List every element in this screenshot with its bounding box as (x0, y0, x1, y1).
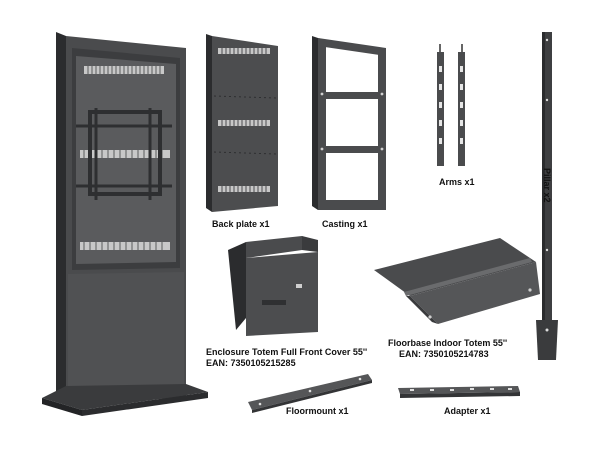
floorbase-ean-label: EAN: 7350105214783 (399, 349, 489, 359)
pillar (536, 32, 558, 360)
adapter-bar (398, 386, 520, 398)
pillar-label: Pillar x2 (542, 168, 552, 203)
casting-frame (312, 36, 386, 210)
back-plate (206, 34, 278, 212)
back-plate-label: Back plate x1 (212, 219, 270, 229)
enclosure-cover-label: Enclosure Totem Full Front Cover 55'' (206, 347, 368, 357)
arms-label: Arms x1 (439, 177, 475, 187)
casting-label: Casting x1 (322, 219, 368, 229)
mounting-arms (437, 44, 465, 166)
floormount-label: Floormount x1 (286, 406, 349, 416)
enclosure-front-cover (228, 236, 318, 336)
floorbase (374, 238, 540, 324)
adapter-label: Adapter x1 (444, 406, 491, 416)
enclosure-ean-label: EAN: 7350105215285 (206, 358, 296, 368)
floormount-bar (248, 374, 372, 413)
floorbase-label: Floorbase Indoor Totem 55'' (388, 338, 508, 348)
totem-stand (42, 32, 208, 416)
